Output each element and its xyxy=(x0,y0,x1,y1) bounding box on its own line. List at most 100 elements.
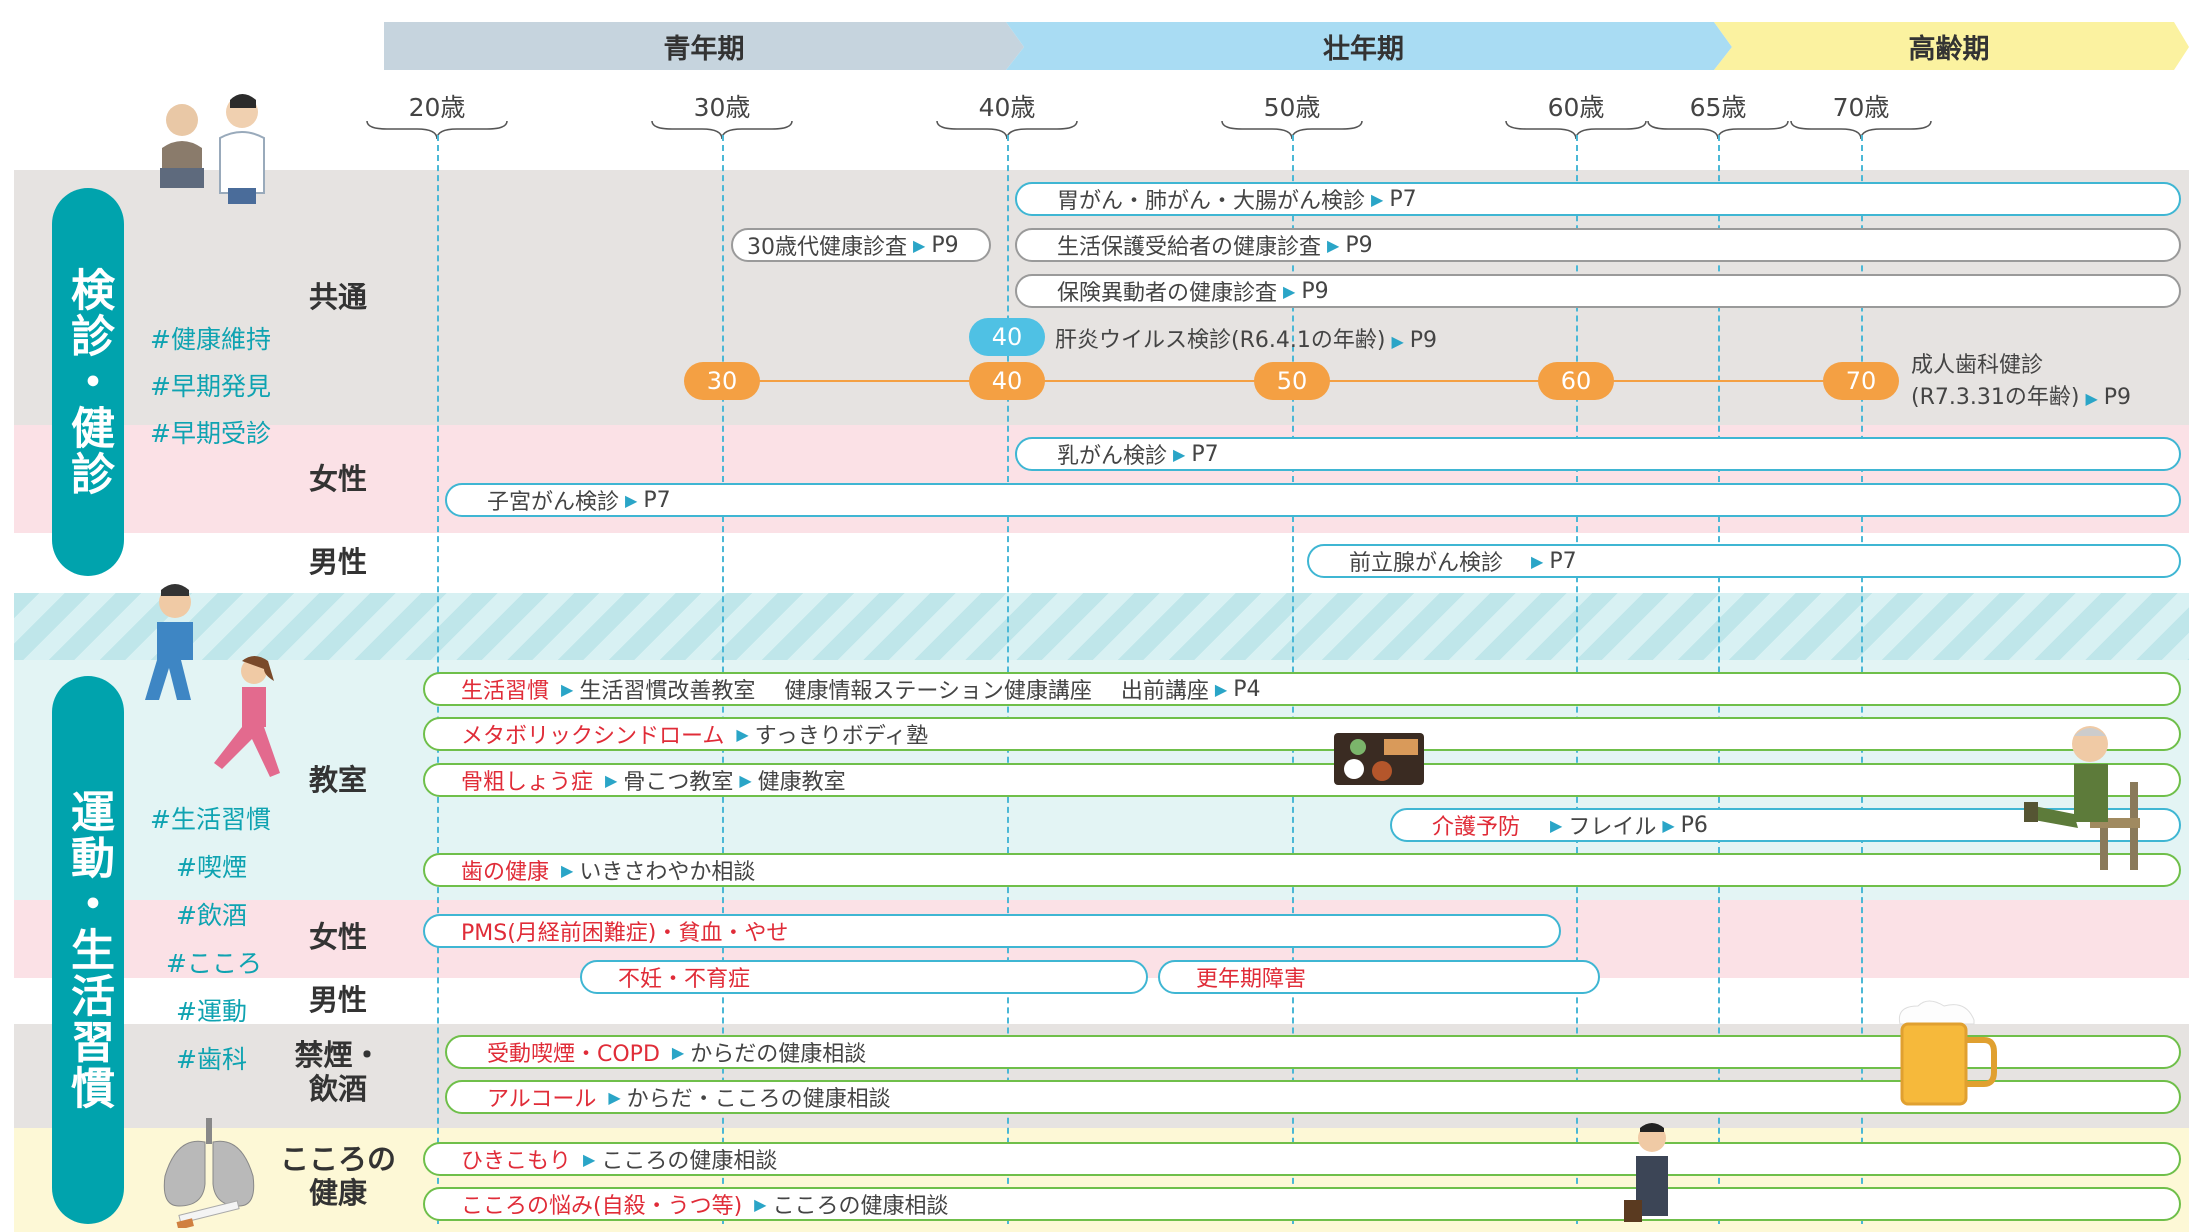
dental-age-30: 30 xyxy=(684,362,760,400)
dental-age-70: 70 xyxy=(1823,362,1899,400)
arrow-right-icon: ▶ xyxy=(1173,444,1186,464)
phase-arrow-adult xyxy=(1006,22,1732,70)
sub-common: 共通 xyxy=(308,280,367,314)
arrow-right-icon: ▶ xyxy=(625,490,638,510)
phase-arrows xyxy=(384,22,2189,70)
bar-cancer-screening[interactable]: 胃がん・肺がん・大腸がん検診▶P7 xyxy=(1015,182,2181,216)
tag-dental: #歯科 xyxy=(176,1045,247,1074)
bar-teeth-health[interactable]: 歯の健康▶いきさわやか相談 xyxy=(423,853,2181,887)
bar-topic: PMS(月経前困難症)・貧血・やせ xyxy=(461,921,789,946)
hepatitis-age-40: 40 xyxy=(969,318,1045,356)
band-divider-stripe xyxy=(14,593,2189,660)
bar-topic: ひきこもり xyxy=(461,1149,572,1174)
phase-senior: 高齢期 xyxy=(1908,33,1990,65)
sub-mind: こころの健康 xyxy=(279,1142,396,1210)
tag-mind: #こころ xyxy=(166,949,262,978)
bar-hikikomori[interactable]: ひきこもり▶こころの健康相談 xyxy=(423,1142,2181,1176)
bar-label: 胃がん・肺がん・大腸がん検診 xyxy=(1057,189,1366,214)
dental-age-50: 50 xyxy=(1254,362,1330,400)
bar-welfare-checkup[interactable]: 生活保護受給者の健康診査▶P9 xyxy=(1015,228,2181,262)
sub-class: 教室 xyxy=(308,763,367,797)
page-ref: P9 xyxy=(931,232,959,258)
age-65: 65歳 xyxy=(1689,93,1747,122)
bar-menopause[interactable]: 更年期障害 xyxy=(1158,960,1600,994)
age-50: 50歳 xyxy=(1263,93,1321,122)
sub-smoke: 禁煙・飲酒 xyxy=(294,1038,382,1106)
dental-age-40: 40 xyxy=(969,362,1045,400)
bar-label: すっきりボディ塾 xyxy=(754,724,929,749)
dental-note: (R7.3.31の年齢) xyxy=(1911,385,2080,410)
bar-insurance-checkup[interactable]: 保険異動者の健康診査▶P9 xyxy=(1015,274,2181,308)
bar-topic: 不妊・不育症 xyxy=(618,967,751,992)
arrow-right-icon: ▶ xyxy=(608,1087,621,1107)
sub-life-female: 女性 xyxy=(308,920,367,954)
arrow-right-icon: ▶ xyxy=(1531,551,1544,571)
hepatitis-label-row[interactable]: 肝炎ウイルス検診(R6.4.1の年齢)▶P9 xyxy=(1055,322,1437,354)
bar-label: からだ・こころの健康相談 xyxy=(626,1087,891,1112)
tag-early-visit: #早期受診 xyxy=(150,419,271,448)
lungs-cigarette-illustration-icon xyxy=(163,1118,255,1228)
bar-topic: 受動喫煙・COPD xyxy=(487,1042,660,1067)
page-ref: P7 xyxy=(1389,186,1417,212)
arrow-right-icon: ▶ xyxy=(736,724,749,744)
phase-youth: 青年期 xyxy=(663,33,745,65)
arrow-right-icon: ▶ xyxy=(1214,679,1228,699)
bar-alcohol[interactable]: アルコール ▶からだ・こころの健康相談 xyxy=(445,1080,2181,1114)
page-ref: P6 xyxy=(1680,812,1708,838)
sub-life-male: 男性 xyxy=(308,983,367,1017)
arrow-right-icon: ▶ xyxy=(2085,389,2098,408)
bar-osteoporosis[interactable]: 骨粗しょう症▶骨こつ教室▶健康教室 xyxy=(423,763,2181,797)
bar-pms[interactable]: PMS(月経前困難症)・貧血・やせ xyxy=(423,914,1561,948)
bar-passive-smoking[interactable]: 受動喫煙・COPD ▶からだの健康相談 xyxy=(445,1035,2181,1069)
bar-breast-cancer[interactable]: 乳がん検診▶P7 xyxy=(1015,437,2181,471)
phase-arrow-senior xyxy=(1714,22,2189,70)
arrow-right-icon: ▶ xyxy=(913,235,926,255)
arrow-right-icon: ▶ xyxy=(1283,281,1296,301)
bar-label: こころの健康相談 xyxy=(601,1149,778,1174)
arrow-right-icon: ▶ xyxy=(671,1042,685,1062)
arrow-right-icon: ▶ xyxy=(754,1194,767,1214)
bar-lifestyle[interactable]: 生活習慣▶生活習慣改善教室 健康情報ステーション健康講座 出前講座▶P4 xyxy=(423,672,2181,706)
tag-exercise: #運動 xyxy=(176,997,247,1026)
bar-topic: 生活習慣 xyxy=(461,679,550,704)
arrow-right-icon: ▶ xyxy=(1327,235,1340,255)
exercise-woman-illustration-icon xyxy=(214,656,280,777)
arrow-right-icon: ▶ xyxy=(561,679,574,699)
bar-label: 生活保護受給者の健康診査 xyxy=(1057,235,1322,260)
tag-health-maintain: #健康維持 xyxy=(150,325,271,354)
bar-mental-worry[interactable]: こころの悩み(自殺・うつ等)▶こころの健康相談 xyxy=(423,1187,2181,1221)
elderly-man-chair-illustration-icon xyxy=(2024,726,2140,870)
page-ref: P7 xyxy=(1549,548,1577,574)
bar-topic: メタボリックシンドローム xyxy=(461,724,725,749)
bar-checkup-30s[interactable]: 30歳代健康診査▶P9 xyxy=(731,228,991,262)
phase-adult: 壮年期 xyxy=(1323,33,1404,65)
age-70: 70歳 xyxy=(1832,93,1890,122)
bar-uterine-cancer[interactable]: 子宮がん検診▶P7 xyxy=(445,483,2181,517)
bar-label-2: 健康教室 xyxy=(757,770,846,795)
bar-label: 保険異動者の健康診査 xyxy=(1057,281,1278,306)
bar-topic: 歯の健康 xyxy=(461,860,550,885)
dental-label: 成人歯科健診 xyxy=(1911,353,2044,378)
bar-metabolic[interactable]: メタボリックシンドローム ▶すっきりボディ塾 xyxy=(423,717,2181,751)
bar-prostate-cancer[interactable]: 前立腺がん検診▶P7 xyxy=(1307,544,2181,578)
arrow-right-icon: ▶ xyxy=(1371,189,1384,209)
page-ref: P4 xyxy=(1233,676,1261,702)
sub-exam-male: 男性 xyxy=(308,545,367,579)
dental-age-60: 60 xyxy=(1538,362,1614,400)
bar-topic: アルコール xyxy=(487,1087,597,1112)
beer-mug-illustration-icon xyxy=(1898,1000,1997,1106)
dental-label-block[interactable]: 成人歯科健診 (R7.3.31の年齢)▶P9 xyxy=(1911,350,2131,415)
arrow-right-icon: ▶ xyxy=(605,770,618,790)
bar-label: 乳がん検診 xyxy=(1057,444,1168,469)
bar-infertility[interactable]: 不妊・不育症 xyxy=(580,960,1148,994)
bar-label: からだの健康相談 xyxy=(690,1042,867,1067)
page-ref: P7 xyxy=(1191,441,1219,467)
category-life: 運動・生活習慣 xyxy=(52,676,124,1224)
age-60: 60歳 xyxy=(1547,93,1605,122)
tag-smoking: #喫煙 xyxy=(176,853,247,882)
tag-early-detect: #早期発見 xyxy=(150,372,271,401)
page-ref: P9 xyxy=(1345,232,1373,258)
hepatitis-label: 肝炎ウイルス検診(R6.4.1の年齢) xyxy=(1055,328,1386,353)
arrow-right-icon: ▶ xyxy=(739,770,752,790)
page-ref: P9 xyxy=(1301,278,1329,304)
